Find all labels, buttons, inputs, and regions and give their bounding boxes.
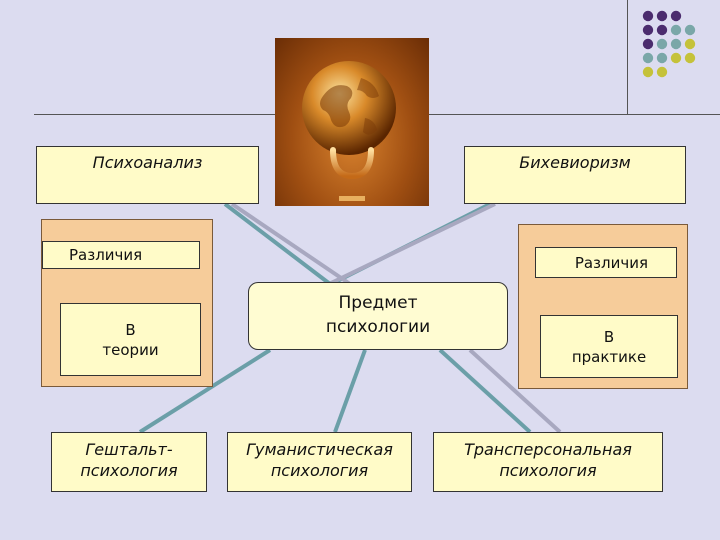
decor-dot — [642, 52, 654, 64]
gestalt-box: Гештальт- психология — [51, 432, 207, 492]
right-differences-heading-box: Различия — [535, 247, 677, 278]
decor-dot — [656, 38, 668, 50]
decor-dot — [642, 24, 654, 36]
decor-dot — [670, 10, 682, 22]
subject-of-psychology-box: Предмет психологии — [248, 282, 508, 350]
practice-line-2: практике — [571, 347, 647, 366]
right-differences-heading: Различия — [574, 253, 648, 272]
decor-dot — [656, 52, 668, 64]
humanistic-line-1: Гуманистическая — [246, 440, 393, 459]
decor-dot — [684, 52, 696, 64]
theory-line-1: В — [125, 320, 136, 339]
connector-transpersonal-gray — [468, 348, 562, 434]
behaviorism-label: Бихевиоризм — [519, 153, 631, 172]
subject-line-2: психологии — [325, 317, 431, 337]
left-differences-heading: Различия — [69, 246, 143, 264]
gestalt-line-1: Гештальт- — [85, 440, 173, 459]
connector-psychoanalysis-right — [223, 202, 332, 286]
connector-psychoanalysis-gray — [230, 202, 352, 286]
decor-dot — [656, 10, 668, 22]
decor-dot — [684, 24, 696, 36]
practice-box: В практике — [540, 315, 678, 378]
decor-dot — [670, 52, 682, 64]
decor-dot — [670, 24, 682, 36]
theory-line-2: теории — [102, 340, 159, 359]
decor-dot — [656, 24, 668, 36]
practice-line-1: В — [603, 327, 615, 346]
corner-rule — [627, 0, 628, 114]
psychoanalysis-label: Психоанализ — [92, 153, 203, 172]
left-differences-heading-box: Различия — [42, 241, 200, 269]
transpersonal-line-1: Трансперсональная — [464, 440, 632, 459]
globe-psi-icon — [275, 38, 429, 206]
decor-dot — [642, 38, 654, 50]
decor-dot — [670, 38, 682, 50]
transpersonal-line-2: психология — [499, 461, 597, 480]
behaviorism-box: Бихевиоризм — [464, 146, 686, 204]
connector-to-transpersonal — [438, 348, 532, 434]
decor-dot — [656, 66, 668, 78]
decor-dot — [684, 38, 696, 50]
gestalt-line-2: психология — [80, 461, 178, 480]
transpersonal-box: Трансперсональная психология — [433, 432, 663, 492]
theory-box: В теории — [60, 303, 201, 376]
humanistic-line-2: психология — [270, 461, 369, 480]
humanistic-box: Гуманистическая психология — [227, 432, 412, 492]
decor-dot — [642, 10, 654, 22]
subject-line-1: Предмет — [338, 293, 418, 313]
decor-dot — [642, 66, 654, 78]
connector-to-gestalt — [138, 348, 272, 434]
psychoanalysis-box: Психоанализ — [36, 146, 259, 204]
connector-to-humanistic — [333, 349, 367, 433]
